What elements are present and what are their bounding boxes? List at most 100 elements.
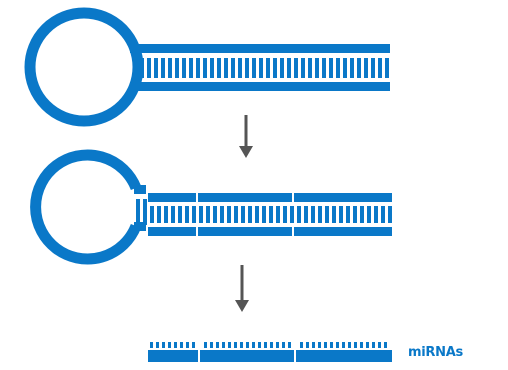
base-pair-rung — [206, 206, 210, 223]
diced-bottom-left-stub — [134, 222, 146, 231]
base-pair-rung — [301, 58, 305, 78]
base-pair-rung — [264, 342, 267, 348]
base-pair-rung — [220, 206, 224, 223]
base-pair-rung — [154, 58, 158, 78]
base-pair-rung — [217, 58, 221, 78]
base-pair-rung — [318, 342, 321, 348]
base-pair-rung — [385, 58, 389, 78]
base-pair-rung — [287, 58, 291, 78]
base-pair-rung — [315, 58, 319, 78]
base-pair-rung — [258, 342, 261, 348]
base-pair-rung — [312, 342, 315, 348]
base-pair-rung — [276, 206, 280, 223]
base-pair-rung — [213, 206, 217, 223]
base-pair-rung — [346, 206, 350, 223]
base-pair-rung — [367, 206, 371, 223]
base-pair-rung — [280, 58, 284, 78]
base-pair-rung — [364, 58, 368, 78]
base-pair-rung — [175, 58, 179, 78]
base-pair-rung — [222, 342, 225, 348]
base-pair-rung — [185, 206, 189, 223]
base-pair-rung — [329, 58, 333, 78]
base-pair-rung — [336, 58, 340, 78]
down-arrow-1 — [239, 115, 253, 158]
base-pair-rung — [150, 342, 153, 348]
base-pair-rung — [178, 206, 182, 223]
base-pair-rung — [252, 342, 255, 348]
base-pair-rung — [234, 206, 238, 223]
base-pair-rung — [360, 342, 363, 348]
base-pair-rung — [192, 206, 196, 223]
base-pair-rung — [192, 342, 195, 348]
base-pair-rung — [224, 58, 228, 78]
base-pair-rung — [147, 58, 151, 78]
base-pair-rung — [381, 206, 385, 223]
base-pair-rung — [174, 342, 177, 348]
base-pair-rung — [203, 58, 207, 78]
duplex-segment-3-bottom — [294, 227, 392, 236]
base-pair-rung — [324, 342, 327, 348]
base-pair-rung — [252, 58, 256, 78]
duplex-segment-2-top — [198, 193, 292, 202]
base-pair-rung — [164, 206, 168, 223]
base-pair-rung — [270, 342, 273, 348]
base-pair-rung — [143, 199, 147, 225]
diced-hairpin-loop — [30, 149, 142, 265]
base-pair-rung — [266, 58, 270, 78]
base-pair-rung — [350, 58, 354, 78]
base-pair-rung — [311, 206, 315, 223]
base-pair-rung — [304, 206, 308, 223]
base-pair-rung — [269, 206, 273, 223]
base-pair-rung — [371, 58, 375, 78]
mirna-strand-2 — [200, 350, 294, 362]
duplex-segment-3-top — [294, 193, 392, 202]
base-pair-rung — [336, 342, 339, 348]
duplex-segment-1-top — [148, 193, 196, 202]
base-pair-rung — [182, 58, 186, 78]
base-pair-rung — [262, 206, 266, 223]
base-pair-rung — [372, 342, 375, 348]
base-pair-rung — [297, 206, 301, 223]
diced-top-left-stub — [134, 185, 146, 194]
down-arrow-2 — [235, 265, 249, 312]
base-pair-rung — [353, 206, 357, 223]
base-pair-rung — [136, 199, 140, 225]
base-pair-rung — [288, 342, 291, 348]
base-pair-rung — [308, 58, 312, 78]
base-pair-rung — [259, 58, 263, 78]
base-pair-rung — [339, 206, 343, 223]
base-pair-rung — [140, 58, 144, 78]
base-pair-rung — [171, 206, 175, 223]
mature-mirnas — [148, 342, 392, 362]
base-pair-rung — [228, 342, 231, 348]
diced-base-pairs — [136, 199, 392, 225]
mirna-nucleotide-ticks — [150, 342, 387, 348]
base-pair-rung — [290, 206, 294, 223]
base-pair-rung — [374, 206, 378, 223]
base-pair-rung — [378, 58, 382, 78]
base-pair-rung — [238, 58, 242, 78]
base-pair-rung — [294, 58, 298, 78]
base-pair-rung — [246, 342, 249, 348]
base-pair-rung — [168, 58, 172, 78]
base-pair-rung — [240, 342, 243, 348]
base-pair-rung — [150, 206, 154, 223]
base-pair-rung — [210, 342, 213, 348]
base-pair-rung — [388, 206, 392, 223]
hairpin-loop — [24, 7, 144, 127]
base-pair-rung — [157, 206, 161, 223]
base-pair-rung — [282, 342, 285, 348]
base-pair-rung — [231, 58, 235, 78]
base-pair-rung — [343, 58, 347, 78]
base-pair-rung — [234, 342, 237, 348]
base-pair-rung — [306, 342, 309, 348]
base-pair-rung — [156, 342, 159, 348]
base-pair-rung — [283, 206, 287, 223]
base-pair-rung — [322, 58, 326, 78]
base-pair-rung — [168, 342, 171, 348]
hairpin-base-pairs — [140, 58, 389, 78]
base-pair-rung — [204, 342, 207, 348]
base-pair-rung — [354, 342, 357, 348]
